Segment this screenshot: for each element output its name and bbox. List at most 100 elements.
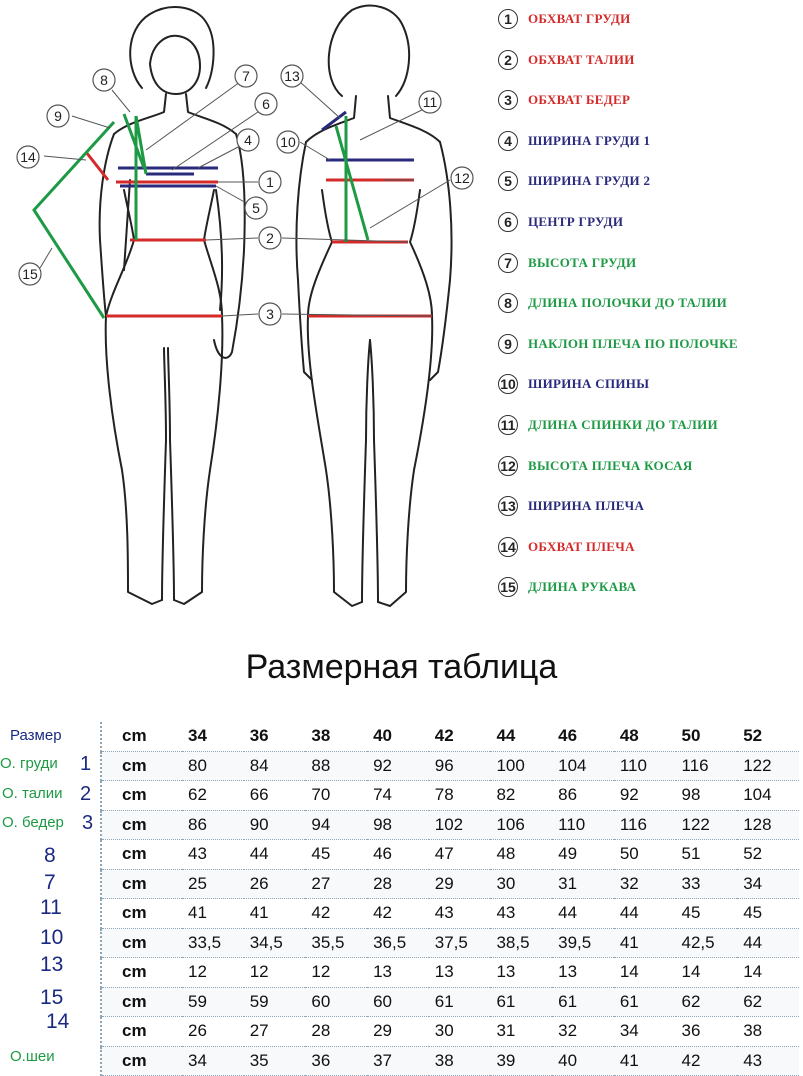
legend-label: ШИРИНА ГРУДИ 2 — [528, 173, 651, 189]
table-cell: 104 — [737, 780, 799, 811]
table-cell: 40 — [552, 1046, 614, 1076]
table-cell: 45 — [737, 898, 799, 929]
table-cell: 42,5 — [675, 928, 738, 958]
unit-cell: cm — [100, 1016, 182, 1047]
table-cell: 39 — [490, 1046, 553, 1076]
legend-item: 13 ШИРИНА ПЛЕЧА — [498, 493, 644, 519]
callout-3: 3 — [258, 302, 282, 326]
callout-15: 15 — [18, 262, 42, 286]
table-cell: 43 — [737, 1046, 799, 1076]
shoulder-slope-line — [122, 113, 146, 169]
table-cell: 116 — [613, 810, 676, 840]
table-cell: 44 — [490, 722, 553, 752]
table-cell: 34 — [613, 1016, 676, 1047]
table-cell: 29 — [428, 869, 491, 899]
legend-label: ЦЕНТР ГРУДИ — [528, 214, 624, 229]
back-figure — [295, 4, 453, 607]
table-cell: 27 — [243, 1016, 306, 1047]
table-cell: 78 — [428, 780, 491, 811]
row-label-number: 1 — [80, 753, 92, 775]
row-label-text: Размер — [10, 727, 62, 744]
table-cell: 34 — [182, 722, 244, 752]
callout-label: 14 — [20, 149, 36, 165]
table-cell: 29 — [367, 1016, 429, 1047]
table-cell: 32 — [552, 1016, 614, 1047]
bust-height-line — [134, 115, 148, 175]
table-cell: 14 — [737, 957, 799, 988]
table-cell: 46 — [552, 722, 614, 752]
table-cell: 61 — [613, 987, 676, 1017]
callout-label: 13 — [284, 68, 300, 84]
table-cell: 41 — [182, 898, 244, 929]
table-cell: 48 — [613, 722, 676, 752]
table-cell: 62 — [182, 780, 244, 811]
legend-label: ШИРИНА СПИНЫ — [528, 376, 650, 392]
table-cell: 26 — [243, 869, 306, 899]
table-cell: 41 — [243, 898, 306, 929]
legend-number: 14 — [498, 536, 518, 557]
legend-label: ВЫСОТА ПЛЕЧА КОСАЯ — [528, 457, 693, 473]
table-cell: 44 — [737, 928, 799, 958]
legend-number: 13 — [498, 496, 518, 517]
table-cell: 47 — [428, 839, 491, 870]
unit-cell: cm — [100, 898, 182, 929]
table-cell: 14 — [675, 957, 738, 988]
table-cell: 40 — [367, 722, 429, 752]
table-cell: 45 — [675, 898, 738, 929]
row-label-number: 8 — [44, 844, 56, 867]
table-cell: 25 — [182, 869, 244, 899]
unit-cell: cm — [100, 810, 182, 840]
table-cell: 70 — [305, 780, 368, 811]
callout-label: 8 — [100, 72, 108, 88]
table-cell: 59 — [182, 987, 244, 1017]
legend-number: 9 — [498, 333, 518, 354]
table-cell: 32 — [613, 869, 676, 899]
table-cell: 52 — [737, 722, 799, 752]
table-cell: 90 — [243, 810, 306, 840]
row-label-text: О. бедер — [2, 814, 64, 831]
legend-label: ШИРИНА ПЛЕЧА — [528, 498, 645, 514]
table-cell: 33,5 — [182, 928, 244, 958]
callout-label: 11 — [423, 94, 438, 110]
row-label-text: О. талии — [2, 785, 63, 802]
table-cell: 41 — [613, 1046, 676, 1076]
unit-cell: cm — [100, 839, 182, 870]
table-cell: 102 — [428, 810, 491, 840]
table-cell: 86 — [182, 810, 244, 840]
legend-label: НАКЛОН ПЛЕЧА ПО ПОЛОЧКЕ — [528, 335, 738, 351]
unit-cell: cm — [100, 751, 182, 781]
legend-number: 15 — [498, 577, 518, 598]
legend-item: 9 НАКЛОН ПЛЕЧА ПО ПОЛОЧКЕ — [498, 331, 738, 357]
table-cell: 100 — [490, 751, 553, 781]
table-cell: 12 — [305, 957, 368, 988]
row-label-number: 11 — [40, 896, 62, 919]
table-cell: 30 — [490, 869, 553, 899]
table-cell: 98 — [675, 780, 738, 811]
unit-cell: cm — [100, 928, 182, 958]
legend-number: 1 — [498, 9, 518, 29]
table-cell: 33 — [675, 869, 738, 899]
table-cell: 38 — [305, 722, 368, 752]
diag-shoulder-line — [334, 125, 370, 241]
table-cell: 86 — [552, 780, 614, 811]
callout-7: 7 — [234, 64, 258, 88]
table-cell: 51 — [675, 839, 738, 870]
table-cell: 61 — [428, 987, 491, 1017]
table-cell: 13 — [552, 957, 614, 988]
callout-label: 5 — [252, 200, 260, 216]
table-cell: 88 — [305, 751, 368, 781]
table-cell: 104 — [552, 751, 614, 781]
table-cell: 84 — [243, 751, 306, 781]
table-cell: 50 — [675, 722, 738, 752]
table-cell: 74 — [367, 780, 429, 811]
